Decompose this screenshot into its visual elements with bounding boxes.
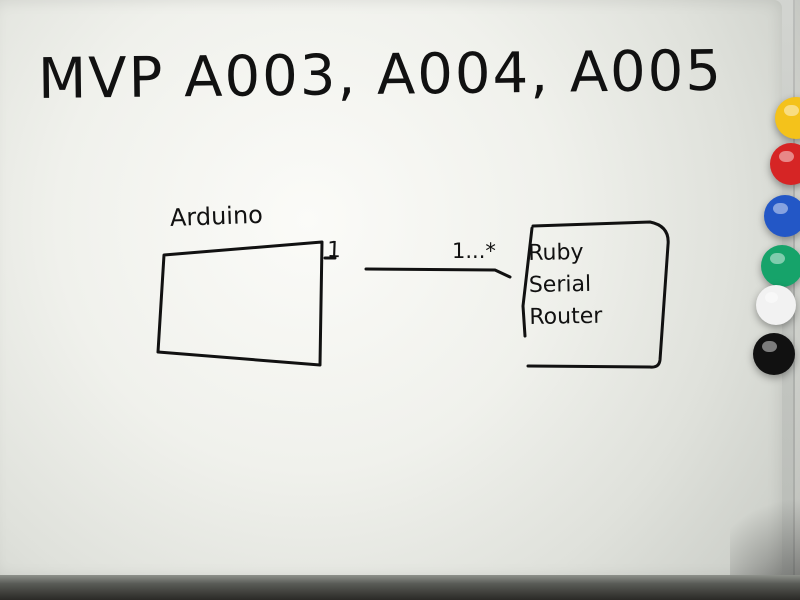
whiteboard-surface <box>0 0 782 578</box>
association-line <box>364 267 512 279</box>
router-label: Ruby Serial Router <box>528 236 640 334</box>
red-magnet-icon <box>770 143 800 185</box>
right-multiplicity: 1...* <box>452 239 496 263</box>
blue-magnet-icon <box>764 195 800 237</box>
arduino-box <box>156 240 324 367</box>
arduino-label: Arduino <box>169 200 264 232</box>
marker-tray <box>0 575 800 600</box>
router-box-left-edge <box>521 226 534 338</box>
black-magnet-icon <box>753 333 795 375</box>
router-label-line-1: Ruby <box>528 240 584 266</box>
white-magnet-icon <box>756 285 796 325</box>
router-box-outline <box>526 220 670 369</box>
left-multiplicity: 1 <box>326 237 342 264</box>
green-magnet-icon <box>761 245 800 287</box>
router-label-line-2: Serial <box>528 271 592 298</box>
router-label-line-3: Router <box>529 303 603 330</box>
